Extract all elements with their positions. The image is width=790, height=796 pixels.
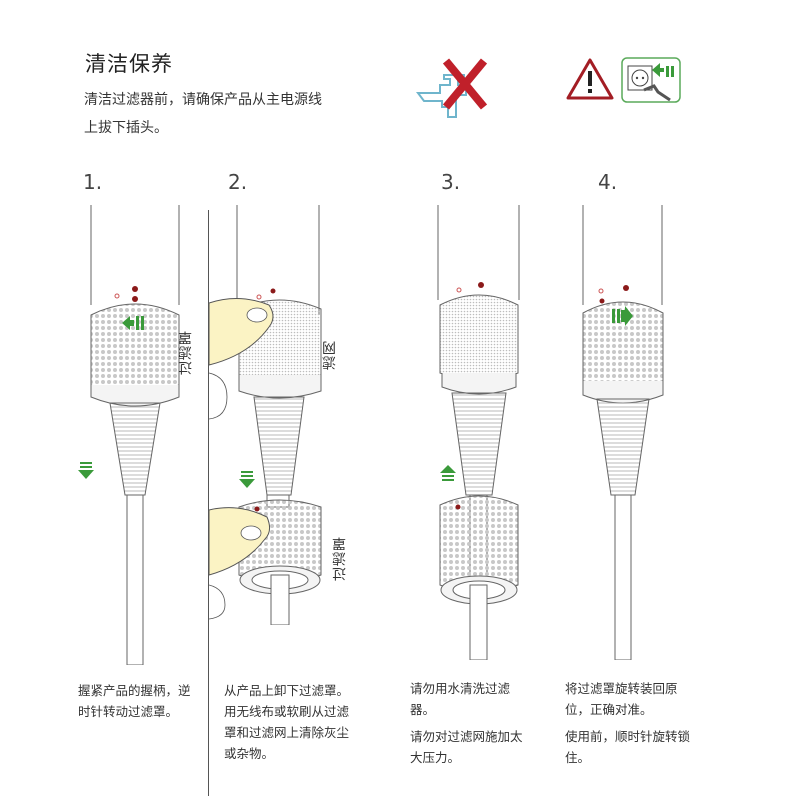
caption-line: 将过滤罩旋转装回原位，正确对准。 <box>565 681 678 717</box>
arrow-down-icon <box>78 462 94 479</box>
arrow-down-icon <box>239 471 255 488</box>
page-title: 清洁保养 <box>85 52 173 76</box>
intro-text: 清洁过滤器前，请确保产品从主电源线上拔下插头。 <box>84 92 322 136</box>
step-2-caption: 从产品上卸下过滤罩。用无线布或软刷从过滤罩和过滤网上清除灰尘或杂物。 <box>224 680 356 770</box>
label-filter-mesh: 滤网 <box>322 340 338 370</box>
step-1-illustration <box>70 205 200 665</box>
arrow-left-icon <box>122 316 144 330</box>
step-2-number: 2. <box>228 170 248 194</box>
no-water-faucet-icon <box>412 55 492 125</box>
step-3-caption: 请勿用水清洗过滤器。 请勿对过滤网施加太大压力。 <box>410 678 532 774</box>
arrow-right-icon <box>612 306 633 326</box>
unplug-socket-icon <box>621 57 681 103</box>
caption-line: 从产品上卸下过滤罩。用无线布或软刷从过滤罩和过滤网上清除灰尘或杂物。 <box>224 683 350 761</box>
caption-line: 使用前，顺时针旋转锁住。 <box>565 729 691 765</box>
step-1-caption: 握紧产品的握柄，逆时针转动过滤罩。 <box>78 680 196 728</box>
label-filter-cover: 过滤罩 <box>332 536 348 581</box>
warning-triangle-icon <box>566 58 614 100</box>
arrow-up-icon <box>440 465 456 481</box>
step-3-number: 3. <box>441 170 461 194</box>
caption-line: 请勿对过滤网施加太大压力。 <box>410 729 523 765</box>
caption-line: 请勿用水清洗过滤器。 <box>410 681 511 717</box>
step-2-illustration <box>209 205 329 625</box>
step-1-number: 1. <box>83 170 103 194</box>
step-3-illustration <box>430 205 530 660</box>
step-4-caption: 将过滤罩旋转装回原位，正确对准。 使用前，顺时针旋转锁住。 <box>565 678 693 774</box>
caption-line: 握紧产品的握柄，逆时针转动过滤罩。 <box>78 683 191 719</box>
step-4-number: 4. <box>598 170 618 194</box>
warning-unplug-icons <box>566 56 684 104</box>
step-4-illustration <box>575 205 675 660</box>
vertical-divider <box>208 210 209 796</box>
label-filter-cover: 过滤罩 <box>178 330 194 375</box>
